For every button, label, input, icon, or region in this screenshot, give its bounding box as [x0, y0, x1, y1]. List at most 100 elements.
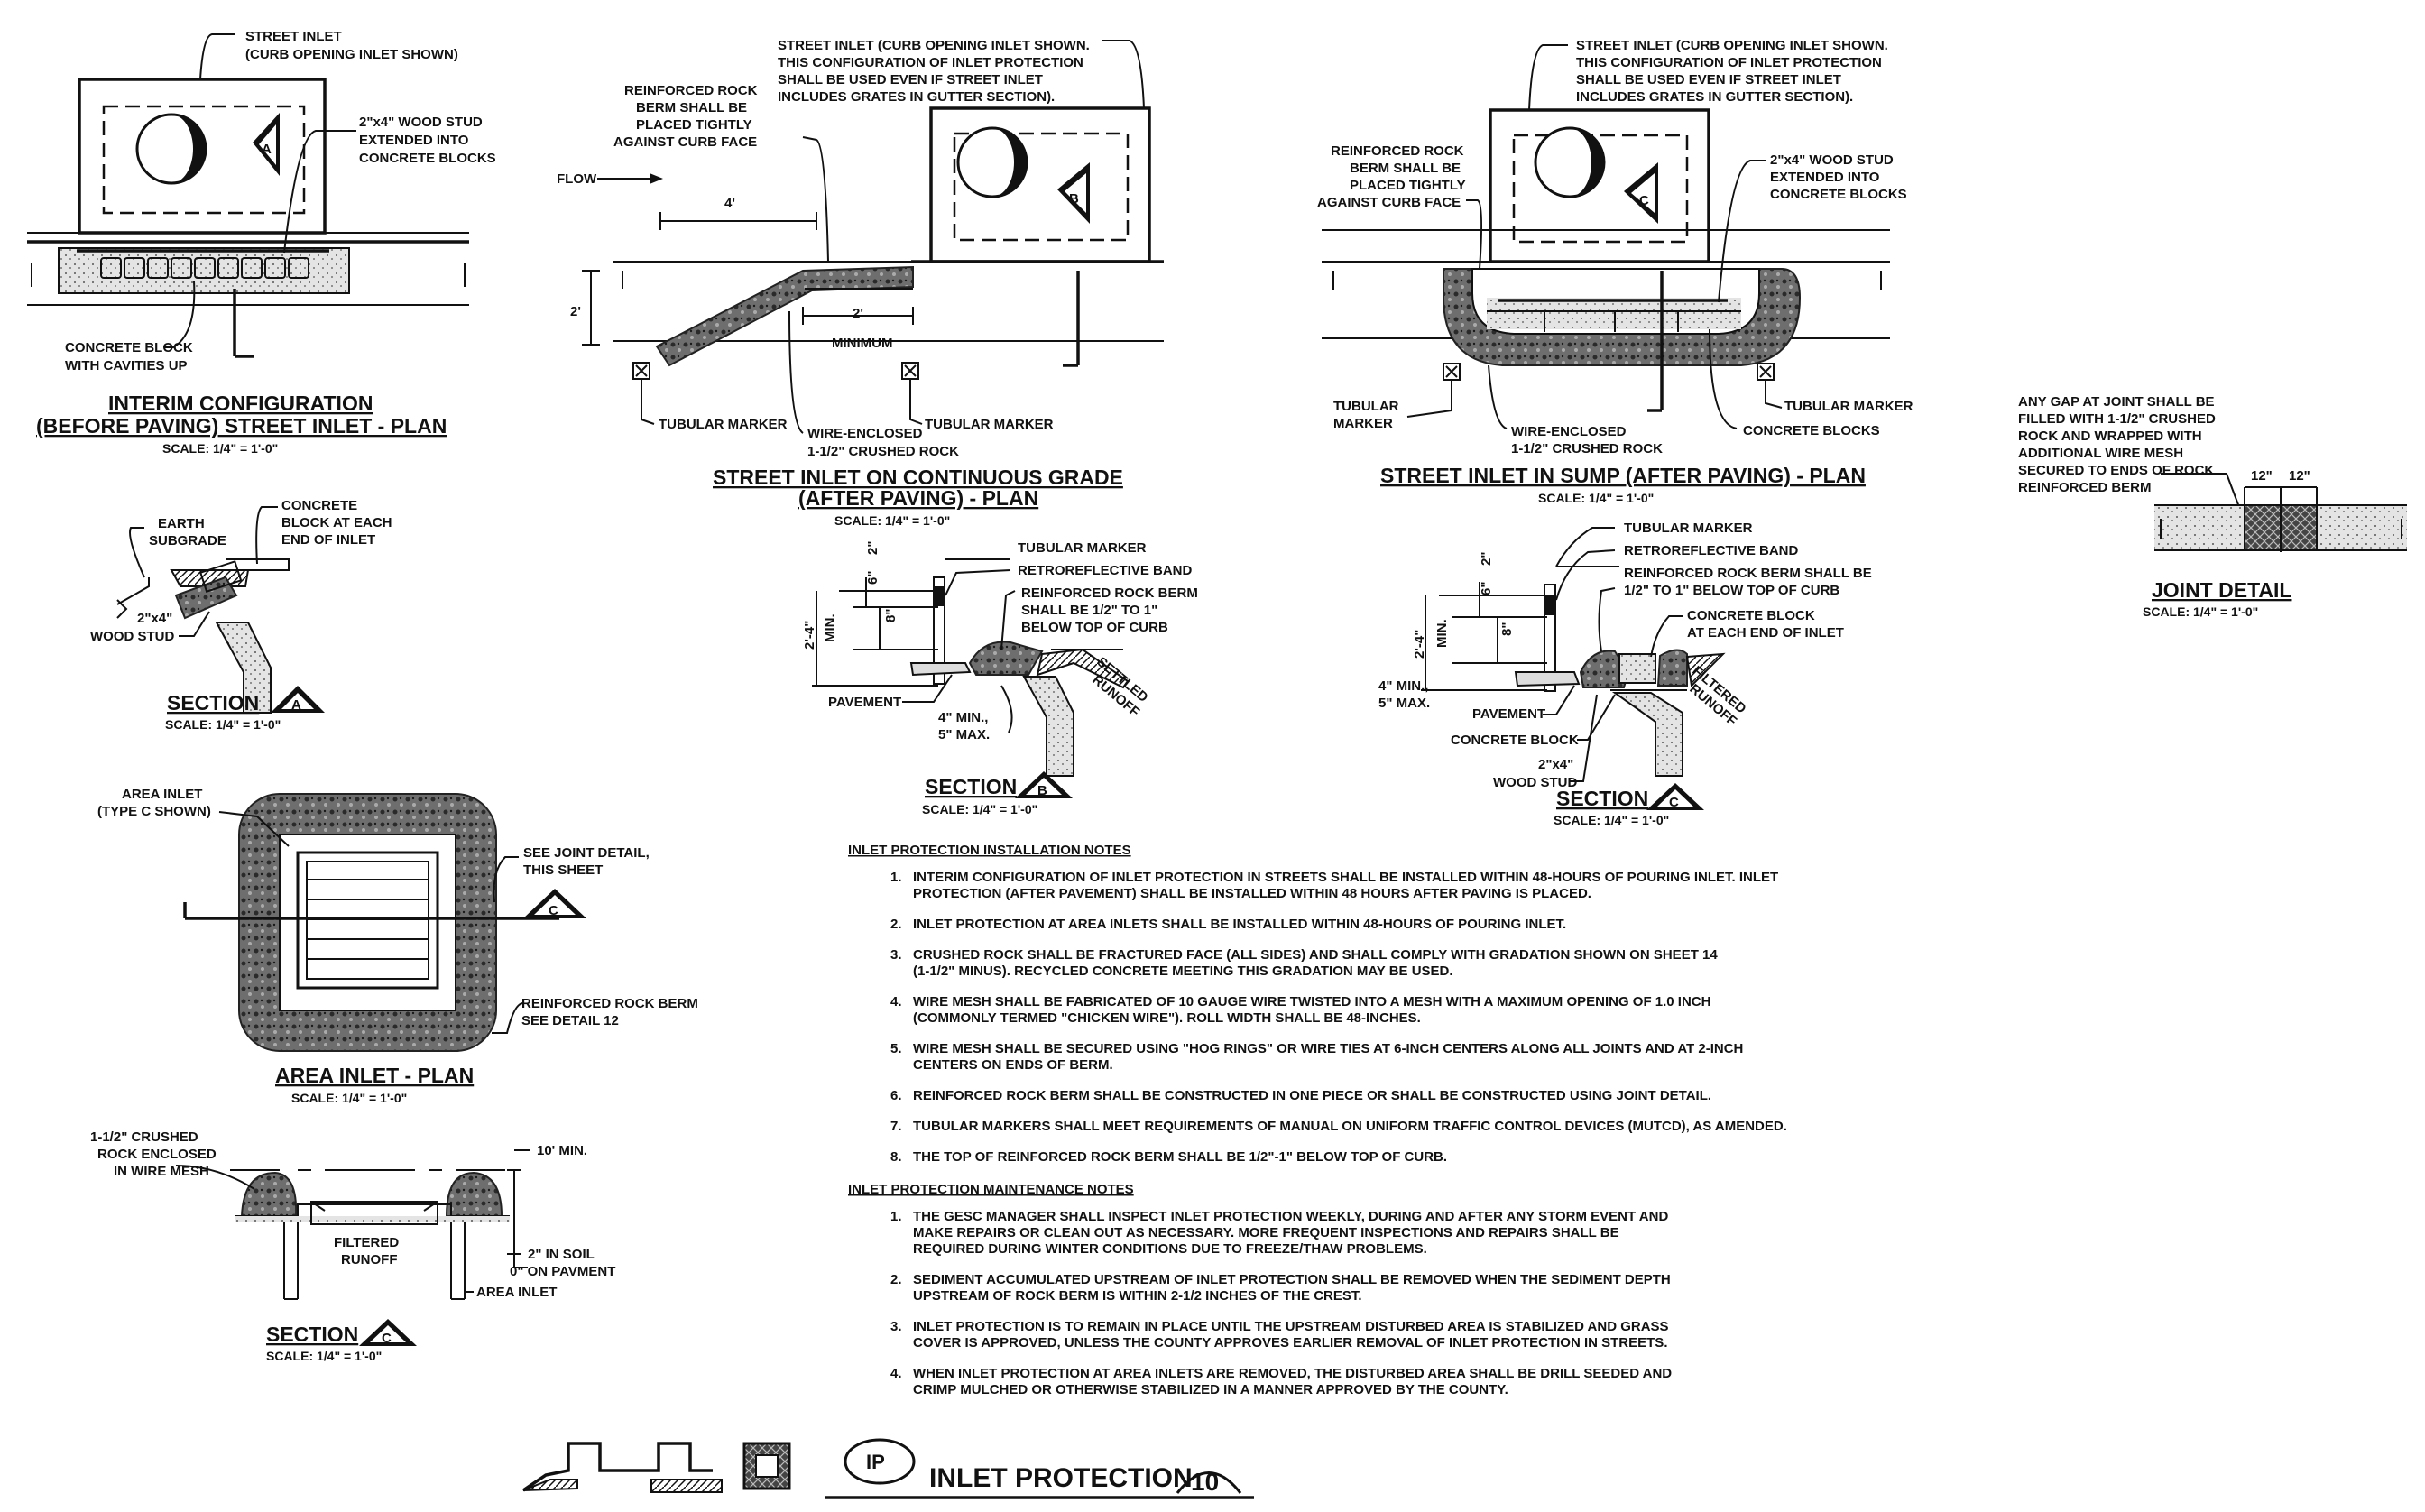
svg-text:SHALL BE USED EVEN IF STREET I: SHALL BE USED EVEN IF STREET INLET	[1576, 72, 1841, 88]
label-earth-subgrade: EARTH	[158, 516, 205, 531]
svg-text:WITH CAVITIES UP: WITH CAVITIES UP	[65, 358, 188, 373]
note-line: CRUSHED ROCK SHALL BE FRACTURED FACE (AL…	[913, 947, 1718, 963]
label-wire-enclosed-sump: WIRE-ENCLOSED	[1511, 424, 1627, 439]
label-concrete-blocks: CONCRETE BLOCKS	[1743, 423, 1880, 438]
svg-text:1/2" TO 1" BELOW TOP OF CURB: 1/2" TO 1" BELOW TOP OF CURB	[1624, 583, 1839, 598]
label-tubular-marker-c: TUBULAR MARKER	[1624, 521, 1753, 536]
joint-note: ANY GAP AT JOINT SHALL BE	[2018, 394, 2215, 410]
svg-text:EXTENDED INTO: EXTENDED INTO	[1770, 170, 1880, 185]
svg-text:REINFORCED BERM: REINFORCED BERM	[2018, 480, 2152, 495]
dim-minimum: MINIMUM	[832, 336, 893, 351]
scale-joint: SCALE: 1/4" = 1'-0"	[2143, 604, 2258, 619]
scale-section-b: SCALE: 1/4" = 1'-0"	[922, 802, 1037, 816]
note-line: (1-1/2" MINUS). RECYCLED CONCRETE MEETIN…	[913, 963, 1453, 979]
label-crushed-rock: 1-1/2" CRUSHED	[90, 1129, 198, 1145]
svg-text:6": 6"	[1479, 582, 1494, 595]
note-line: WHEN INLET PROTECTION AT AREA INLETS ARE…	[913, 1366, 1672, 1381]
section-marker-c-area: C	[549, 903, 558, 918]
label-area-inlet-section: AREA INLET	[476, 1285, 557, 1300]
label-wood-stud-c: 2"x4"	[1538, 757, 1573, 772]
label-10ft-min: 10' MIN.	[537, 1143, 587, 1158]
svg-text:BLOCK AT EACH: BLOCK AT EACH	[281, 515, 392, 530]
note-number: 2.	[890, 1272, 902, 1287]
label-rock-berm-b: REINFORCED ROCK BERM	[1021, 585, 1198, 601]
title-block: IP INLET PROTECTION 10	[522, 1438, 1254, 1499]
sheet-title: INLET PROTECTION	[929, 1463, 1193, 1493]
label-tubular-marker-b: TUBULAR MARKER	[1018, 540, 1147, 556]
svg-text:CONCRETE BLOCKS: CONCRETE BLOCKS	[359, 151, 496, 166]
note-line: INLET PROTECTION AT AREA INLETS SHALL BE…	[913, 917, 1566, 932]
svg-text:IN WIRE MESH: IN WIRE MESH	[114, 1164, 209, 1179]
note-number: 1.	[890, 870, 902, 885]
label-depth-c: 4" MIN.,	[1378, 678, 1428, 694]
continuous-grade-plan-view: B 4' 2' MINIMUM 2' FLOW TUBULAR MARKER T…	[557, 38, 1164, 528]
note-line: (COMMONLY TERMED "CHICKEN WIRE"). ROLL W…	[913, 1010, 1421, 1026]
svg-text:INCLUDES GRATES IN GUTTER SECT: INCLUDES GRATES IN GUTTER SECTION).	[778, 89, 1055, 105]
svg-text:MARKER: MARKER	[1333, 416, 1393, 431]
section-marker-b: B	[1069, 191, 1079, 207]
label-flow: FLOW	[557, 171, 597, 187]
svg-text:ROCK AND WRAPPED WITH: ROCK AND WRAPPED WITH	[2018, 429, 2202, 444]
note-number: 3.	[890, 947, 902, 963]
svg-text:BERM SHALL BE: BERM SHALL BE	[1350, 161, 1461, 176]
label-street-inlet-c: STREET INLET (CURB OPENING INLET SHOWN.	[1576, 38, 1888, 53]
note-line: COVER IS APPROVED, UNLESS THE COUNTY APP…	[913, 1335, 1667, 1351]
dim-section-b-height: 2'-4"	[802, 621, 817, 650]
title-section-c-sump: SECTION	[1556, 787, 1648, 810]
svg-text:1-1/2" CRUSHED ROCK: 1-1/2" CRUSHED ROCK	[807, 444, 959, 459]
label-retroreflective-band-c: RETROREFLECTIVE BAND	[1624, 543, 1799, 558]
svg-text:MIN.: MIN.	[823, 613, 838, 642]
label-street-inlet-b: STREET INLET (CURB OPENING INLET SHOWN.	[778, 38, 1090, 53]
svg-text:(TYPE C SHOWN): (TYPE C SHOWN)	[97, 804, 211, 819]
scale-section-c-sump: SCALE: 1/4" = 1'-0"	[1554, 813, 1669, 827]
note-number: 1.	[890, 1209, 902, 1224]
title-section-b: SECTION	[925, 775, 1017, 798]
svg-text:BELOW TOP OF CURB: BELOW TOP OF CURB	[1021, 620, 1168, 635]
label-concrete-block: CONCRETE BLOCK	[65, 340, 193, 355]
note-number: 6.	[890, 1088, 902, 1103]
scale-area-plan: SCALE: 1/4" = 1'-0"	[291, 1091, 407, 1105]
maintenance-notes-heading: INLET PROTECTION MAINTENANCE NOTES	[848, 1182, 1134, 1197]
title-joint-detail: JOINT DETAIL	[2152, 578, 2291, 602]
title-interim-plan: (BEFORE PAVING) STREET INLET - PLAN	[36, 414, 447, 438]
title-continuous-grade: STREET INLET ON CONTINUOUS GRADE	[713, 466, 1123, 489]
section-a-view: EARTH SUBGRADE CONCRETE BLOCK AT EACH EN…	[90, 498, 392, 732]
svg-text:RUNOFF: RUNOFF	[341, 1252, 398, 1268]
label-wood-stud-sump: 2"x4" WOOD STUD	[1770, 152, 1894, 168]
label-rock-berm-c: REINFORCED ROCK BERM SHALL BE	[1624, 566, 1872, 581]
note-number: 7.	[890, 1119, 902, 1134]
svg-text:8": 8"	[883, 609, 899, 622]
detail-number: 10	[1191, 1468, 1219, 1496]
note-line: SEDIMENT ACCUMULATED UPSTREAM OF INLET P…	[913, 1272, 1671, 1287]
label-concrete-block-a: CONCRETE	[281, 498, 357, 513]
note-line: MAKE REPAIRS OR CLEAN OUT AS NECESSARY. …	[913, 1225, 1619, 1240]
scale-continuous: SCALE: 1/4" = 1'-0"	[834, 513, 950, 528]
svg-text:EXTENDED INTO: EXTENDED INTO	[359, 133, 469, 148]
maintenance-notes-list: 1.THE GESC MANAGER SHALL INSPECT INLET P…	[890, 1209, 1672, 1397]
title-sump: STREET INLET IN SUMP (AFTER PAVING) - PL…	[1380, 464, 1866, 487]
svg-text:2": 2"	[865, 541, 881, 555]
label-pavement-b: PAVEMENT	[828, 695, 901, 710]
svg-text:THIS CONFIGURATION OF INLET PR: THIS CONFIGURATION OF INLET PROTECTION	[778, 55, 1083, 70]
svg-text:2": 2"	[1479, 552, 1494, 566]
svg-text:5" MAX.: 5" MAX.	[1378, 696, 1430, 711]
label-reinforced-rock: REINFORCED ROCK	[624, 83, 758, 98]
svg-text:THIS CONFIGURATION OF INLET PR: THIS CONFIGURATION OF INLET PROTECTION	[1576, 55, 1882, 70]
svg-text:(AFTER PAVING) - PLAN: (AFTER PAVING) - PLAN	[798, 486, 1038, 510]
label-street-inlet: STREET INLET	[245, 29, 342, 44]
svg-text:PLACED TIGHTLY: PLACED TIGHTLY	[636, 117, 752, 133]
label-soil-depth: 2" IN SOIL	[528, 1247, 595, 1262]
joint-detail-view: ANY GAP AT JOINT SHALL BE FILLED WITH 1-…	[2018, 394, 2407, 619]
section-b-view: 2'-4" MIN. 2" 6" 8" TUBULAR MARKER RETRO…	[802, 540, 1198, 816]
section-c-area-view: 10' MIN. 2" IN SOIL 0" ON PAVMENT FILTER…	[90, 1129, 615, 1363]
scale-section-c-area: SCALE: 1/4" = 1'-0"	[266, 1349, 382, 1363]
label-retroreflective-band-b: RETROREFLECTIVE BAND	[1018, 563, 1193, 578]
note-line: TUBULAR MARKERS SHALL MEET REQUIREMENTS …	[913, 1119, 1787, 1134]
area-inlet-plan-view: C AREA INLET (TYPE C SHOWN) SEE JOINT DE…	[97, 787, 698, 1105]
label-area-inlet: AREA INLET	[122, 787, 202, 802]
note-number: 4.	[890, 1366, 902, 1381]
ip-symbol: IP	[866, 1451, 885, 1473]
label-curb-opening: (CURB OPENING INLET SHOWN)	[245, 47, 458, 62]
